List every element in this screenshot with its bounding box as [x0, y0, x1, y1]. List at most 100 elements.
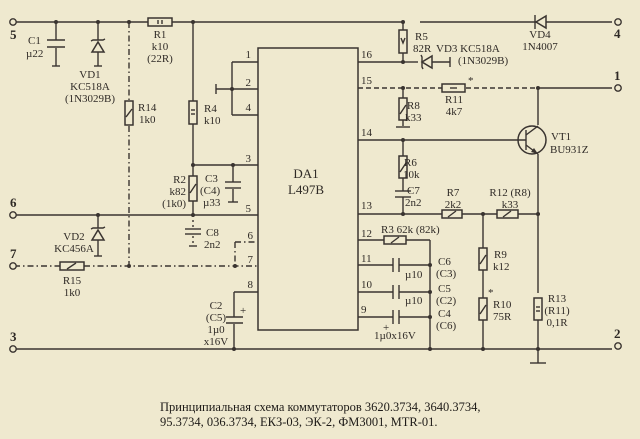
label: VT1 — [551, 131, 571, 143]
terminal-label: 6 — [10, 195, 17, 210]
label: 1k0 — [139, 114, 156, 126]
resistor-r12: R12 (R8) k33 — [489, 187, 531, 219]
label: R11 — [445, 94, 463, 106]
label: (22R) — [147, 53, 173, 65]
label: µ22 — [26, 48, 43, 60]
terminals: 5 4 1 6 7 3 2 — [9, 18, 622, 353]
resistor-r7: R7 2k2 — [441, 187, 463, 219]
capacitor-c6: µ10 C6 (C3) — [392, 256, 457, 281]
label: k10 — [204, 115, 221, 127]
label: KC456A — [54, 243, 94, 255]
label: k12 — [493, 261, 510, 273]
chip-body — [257, 47, 359, 331]
resistor-r1: R1 k10 (22R) — [147, 17, 173, 65]
terminal-7 — [9, 262, 17, 270]
pin-label: 14 — [361, 127, 373, 139]
label: C4 — [438, 308, 451, 320]
label: R6 — [404, 157, 417, 169]
label: VD1 — [79, 69, 100, 81]
pin-label: 9 — [361, 304, 367, 316]
capacitor-c3: C3 (C4) µ33 — [200, 173, 241, 209]
label: R13 — [548, 293, 567, 305]
label: 1k0 — [64, 287, 81, 299]
label: R15 — [63, 275, 82, 287]
label: R3 62k (82k) — [381, 224, 440, 236]
label: (1k0) — [162, 198, 186, 210]
zener-diode-vd2: VD2 KC456A — [54, 226, 106, 257]
resistor-r15: R15 1k0 — [59, 261, 85, 299]
diode-vd4: VD4 1N4007 — [522, 14, 558, 53]
pin-label: 11 — [361, 253, 372, 265]
label: 1N4007 — [522, 41, 558, 53]
resistor-r4: R4 k10 — [188, 100, 221, 127]
resistor-r3: R3 62k (82k) — [381, 224, 440, 245]
label: C5 — [438, 283, 451, 295]
terminal-label: 3 — [10, 329, 17, 344]
label: 82R — [413, 43, 432, 55]
label: C7 — [407, 185, 420, 197]
label: 0,1R — [546, 317, 568, 329]
resistor-r8: R8 k33 — [398, 97, 422, 124]
label: k82 — [170, 186, 187, 198]
label: VD2 — [63, 231, 84, 243]
resistor-r5: R5 82R — [398, 29, 432, 55]
label: (C2) — [436, 295, 457, 307]
label: R14 — [138, 102, 157, 114]
label: R7 — [447, 187, 460, 199]
label: R12 (R8) — [489, 187, 531, 199]
figure-caption: Принципиальная схема коммутаторов 3620.3… — [160, 400, 560, 430]
label: x16V — [204, 336, 229, 348]
star-mark: * — [468, 75, 474, 87]
label: 10k — [403, 169, 420, 181]
pin-label: 15 — [361, 75, 373, 87]
terminal-5 — [9, 18, 17, 26]
label: (1N3029B) — [458, 55, 508, 67]
resistor-r9: R9 k12 — [478, 247, 510, 273]
resistor-r6: R6 10k — [398, 155, 420, 181]
terminal-6 — [9, 211, 17, 219]
pin-label: 7 — [248, 254, 254, 266]
label: µ10 — [405, 269, 423, 281]
label: R5 — [415, 31, 428, 43]
wires — [14, 21, 612, 364]
capacitor-c8: C8 2n2 — [185, 227, 221, 251]
pin-label: 1 — [246, 49, 252, 61]
terminal-label: 5 — [10, 27, 17, 42]
label: KC518A — [70, 81, 110, 93]
label: 1µ0x16V — [374, 330, 416, 342]
junctions — [54, 20, 540, 351]
label: C1 — [28, 35, 41, 47]
label: k33 — [502, 199, 519, 211]
pin-label: 16 — [361, 49, 373, 61]
terminal-label: 4 — [614, 26, 621, 41]
transistor-vt1: VT1 BU931Z — [508, 125, 589, 156]
label: µ33 — [203, 197, 221, 209]
resistor-r10: * R10 75R — [478, 287, 512, 323]
zener-diode-vd3: VD3 KC518A (1N3029B) — [420, 43, 508, 70]
terminal-label: 2 — [614, 326, 621, 341]
label: VD4 — [529, 29, 551, 41]
caption-line-2: 95.3734, 036.3734, ЕКЗ-03, ЭК-2, ФМ3001,… — [160, 415, 438, 429]
resistor-r13: R13 (R11) 0,1R — [533, 293, 570, 329]
label: R4 — [204, 103, 217, 115]
label: (C5) — [206, 312, 227, 324]
terminal-label: 7 — [10, 246, 17, 261]
caption-line-1: Принципиальная схема коммутаторов 3620.3… — [160, 400, 481, 414]
resistor-r14: R14 1k0 — [124, 100, 157, 126]
capacitor-c5: µ10 C5 (C2) — [392, 283, 457, 307]
label: BU931Z — [550, 144, 589, 156]
label: (R11) — [544, 305, 570, 317]
label: C6 — [438, 256, 451, 268]
star-mark: * — [488, 287, 494, 299]
chip-da1: DA1 L497B 1 2 4 3 5 6 7 8 16 15 14 13 12… — [246, 47, 373, 331]
label: µ10 — [405, 295, 423, 307]
plus-mark: + — [240, 305, 246, 317]
label: R10 — [493, 299, 512, 311]
pin-label: 12 — [361, 228, 372, 240]
pin-label: 4 — [246, 102, 252, 114]
terminal-3 — [9, 345, 17, 353]
label: C2 — [210, 300, 223, 312]
label: R1 — [154, 29, 167, 41]
chip-part: L497B — [288, 182, 324, 197]
